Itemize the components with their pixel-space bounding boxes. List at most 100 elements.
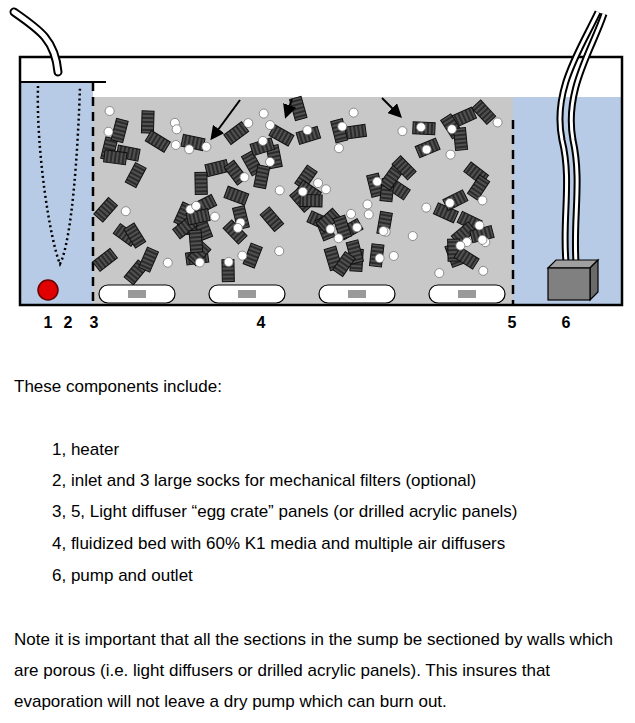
k1-media-piece [94, 198, 118, 222]
k1-media-piece [125, 163, 146, 188]
air-bubble [435, 269, 444, 278]
k1-media-piece [93, 248, 118, 271]
air-diffuser-slot [351, 290, 352, 298]
diffuser-panel [92, 82, 95, 304]
air-diffuser-slot [129, 290, 130, 298]
air-bubble [422, 203, 431, 212]
air-bubble [373, 177, 382, 186]
callout-number: 4 [257, 313, 266, 332]
air-diffuser-body [319, 285, 395, 303]
note-paragraph: Note it is important that all the sectio… [14, 624, 626, 717]
air-bubble [275, 186, 284, 195]
air-bubble [422, 145, 431, 154]
filter-sock [38, 86, 80, 264]
inlet-water [21, 82, 93, 304]
outlet-tube [571, 14, 604, 262]
air-bubble [210, 212, 219, 221]
air-diffuser-slot [255, 290, 256, 298]
inlet-pipe [14, 12, 58, 72]
air-bubble [314, 179, 323, 188]
air-bubble [259, 109, 268, 118]
list-item: 1, heater [52, 440, 119, 460]
air-bubble [266, 121, 275, 130]
air-bubble [338, 122, 347, 131]
k1-media-piece [104, 150, 127, 165]
air-bubble [171, 140, 180, 149]
air-bubble [389, 251, 398, 260]
air-diffuser-slot [357, 290, 358, 298]
air-diffuser-slot [473, 290, 474, 298]
air-bubble [446, 150, 455, 159]
air-diffuser-slot [143, 290, 144, 298]
intro-text: These components include: [14, 377, 222, 397]
list-item: 4, fluidized bed with 60% K1 media and m… [52, 534, 505, 554]
callout-number: 5 [508, 313, 517, 332]
diffuser-panel [512, 120, 515, 304]
air-bubble [398, 127, 407, 136]
callout-number: 1 [44, 313, 53, 332]
air-diffuser-slot [133, 290, 134, 298]
air-bubble [379, 227, 388, 236]
air-bubble [321, 185, 330, 194]
k1-media-piece [111, 118, 128, 142]
air-bubble [352, 223, 361, 232]
flow-arrow [286, 99, 292, 116]
air-diffuser-slot [475, 290, 476, 298]
air-diffuser-body [429, 285, 505, 303]
air-diffuser-slot [239, 290, 240, 298]
k1-media-piece [392, 156, 416, 180]
air-diffuser-slot [467, 290, 468, 298]
k1-media-piece [443, 190, 468, 211]
air-bubble [349, 108, 358, 117]
air-diffuser-body [99, 285, 175, 303]
air-bubble [364, 210, 373, 219]
k1-media-piece [331, 119, 348, 143]
fluidized-bed-water [93, 97, 513, 304]
air-bubble [417, 123, 426, 132]
air-diffuser-slot [139, 290, 140, 298]
k1-media-piece [369, 244, 383, 267]
inlet-pipe [14, 12, 58, 72]
air-bubble [408, 232, 417, 241]
air-bubble [202, 142, 211, 151]
air-diffuser-slot [253, 290, 254, 298]
air-diffuser [429, 285, 505, 303]
pump [548, 268, 590, 300]
air-diffuser [209, 285, 285, 303]
air-diffuser-slot [463, 290, 464, 298]
air-bubble [456, 241, 465, 250]
k1-media-piece [413, 122, 435, 135]
air-bubble [104, 127, 113, 136]
heater [38, 280, 58, 300]
flow-arrow [382, 98, 400, 116]
air-diffuser-slot [249, 290, 250, 298]
air-bubble [224, 257, 233, 266]
air-diffuser-slot [465, 290, 466, 298]
air-diffuser-slot [145, 290, 146, 298]
air-diffuser-slot [365, 290, 366, 298]
air-diffuser-slot [363, 290, 364, 298]
air-diffuser-slot [353, 290, 354, 298]
list-item: 6, pump and outlet [52, 566, 193, 586]
air-diffuser-slot [461, 290, 462, 298]
k1-media-piece [145, 131, 170, 153]
air-bubble [479, 266, 488, 275]
air-bubble [445, 198, 454, 207]
k1-media-piece [124, 223, 146, 248]
air-diffuser-slot [469, 290, 470, 298]
k1-media-piece [415, 138, 440, 158]
air-bubble [475, 221, 484, 230]
k1-media-piece [467, 175, 489, 200]
air-bubble [172, 125, 181, 134]
air-diffuser-slot [245, 290, 246, 298]
callout-number: 6 [562, 313, 571, 332]
air-bubble [238, 251, 247, 260]
air-bubble [326, 225, 335, 234]
list-item: 2, inlet and 3 large socks for mechanica… [52, 471, 476, 491]
air-bubble [121, 207, 130, 216]
callout-number: 2 [64, 313, 73, 332]
k1-media-piece [224, 186, 249, 205]
air-bubble [493, 118, 502, 127]
air-bubble [363, 200, 372, 209]
air-bubble [105, 107, 114, 116]
